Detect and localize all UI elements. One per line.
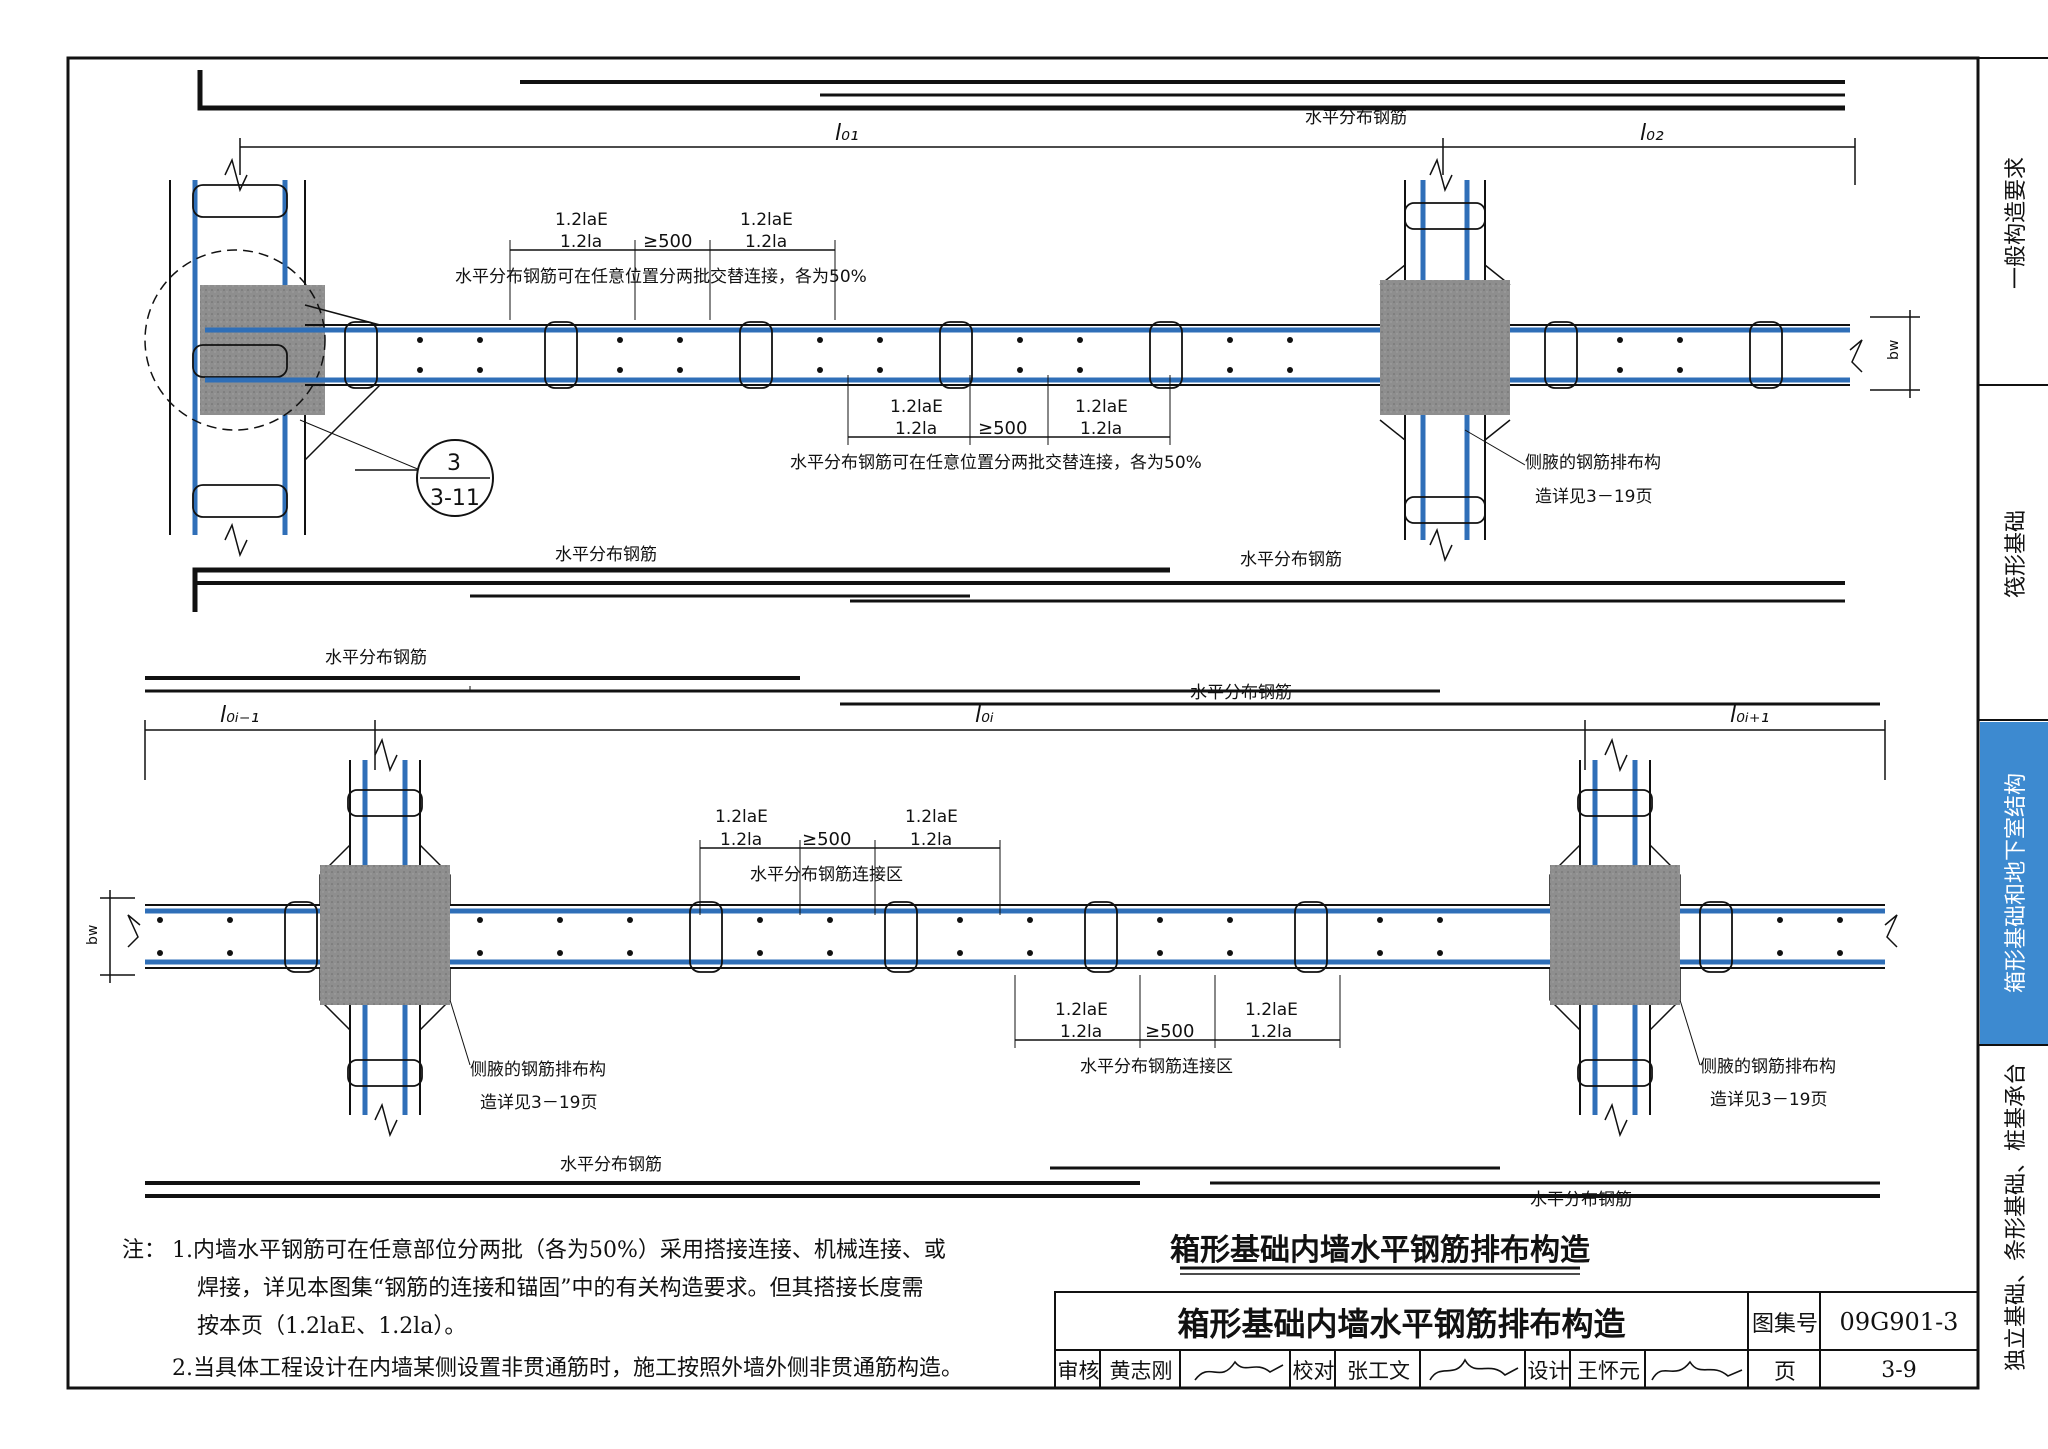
- checker-name: 张工文: [1347, 1359, 1410, 1383]
- right-column-top: [1379, 157, 1511, 563]
- title-block-title: 箱形基础内墙水平钢筋排布构造: [1177, 1305, 1626, 1343]
- concrete-block: [320, 865, 450, 1005]
- right-column-bottom: [1549, 737, 1681, 1138]
- label-lap-a-8: 1.2la: [1250, 1022, 1292, 1042]
- label-lap-ae-2: 1.2laE: [740, 210, 793, 230]
- top-rebar-line: [197, 70, 1845, 111]
- label-side-note-1b: 侧腋的钢筋排布构: [470, 1060, 606, 1080]
- label-conn-zone-2: 水平分布钢筋连接区: [1080, 1057, 1233, 1077]
- label-lap-a-7: 1.2la: [1060, 1022, 1102, 1042]
- label-lap-note-2: 水平分布钢筋可在任意位置分两批交替连接，各为50%: [790, 453, 1202, 473]
- detail-circle: [144, 249, 326, 431]
- label-ge500-3: ≥500: [802, 829, 851, 850]
- label-h-rebar-top: 水平分布钢筋: [1305, 108, 1407, 128]
- label-lap-ae-5: 1.2laE: [715, 807, 768, 827]
- notes-prefix: 注：: [122, 1238, 167, 1263]
- label-lap-a-6: 1.2la: [910, 830, 952, 850]
- concrete-block: [200, 285, 325, 415]
- signature-designer: [1651, 1360, 1743, 1381]
- label-side-note-1a: 侧腋的钢筋排布构: [1525, 453, 1661, 473]
- label-bw-top: bw: [1886, 340, 1902, 360]
- page-label: 页: [1773, 1360, 1796, 1385]
- label-side-note-2a: 造详见3－19页: [1535, 487, 1652, 507]
- bottom-rebar-line: [192, 567, 1170, 612]
- top-wall: [205, 321, 1863, 389]
- label-bw-bottom: bw: [85, 925, 101, 945]
- sheet-border: [66, 56, 1980, 1390]
- label-h-rebar-4: 水平分布钢筋: [325, 648, 427, 668]
- signature-reviewer: [1194, 1360, 1284, 1381]
- label-ge500-1: ≥500: [643, 231, 692, 252]
- label-l0i-prev: l₀ᵢ₋₁: [220, 703, 259, 728]
- label-lap-ae-3: 1.2laE: [890, 397, 943, 417]
- bottom-detail: 水平分布钢筋 水平分布钢筋 l₀ᵢ₋₁ l₀ᵢ l₀ᵢ₊₁: [85, 648, 1898, 1210]
- label-lap-ae-8: 1.2laE: [1245, 1000, 1298, 1020]
- label-ge500-4: ≥500: [1145, 1021, 1194, 1042]
- label-lap-ae-4: 1.2laE: [1075, 397, 1128, 417]
- label-lap-a-5: 1.2la: [720, 830, 762, 850]
- drawing-title: 箱形基础内墙水平钢筋排布构造: [1170, 1233, 1590, 1268]
- label-ge500-2: ≥500: [978, 418, 1027, 439]
- label-h-rebar-2: 水平分布钢筋: [555, 545, 657, 565]
- label-h-rebar-3: 水平分布钢筋: [1240, 550, 1342, 570]
- label-l01: l₀₁: [835, 121, 859, 146]
- check-label: 校对: [1292, 1359, 1335, 1383]
- left-column-bottom: [319, 737, 451, 1138]
- label-detail-ref: 3-11: [430, 486, 480, 511]
- label-lap-ae-1: 1.2laE: [555, 210, 608, 230]
- note-1a: 1.内墙水平钢筋可在任意部位分两批（各为50%）采用搭接连接、机械连接、或: [172, 1238, 946, 1263]
- signature-checker: [1429, 1358, 1519, 1381]
- reviewer-name: 黄志刚: [1109, 1359, 1173, 1383]
- label-side-note-1c: 侧腋的钢筋排布构: [1700, 1057, 1836, 1077]
- atlas-number: 09G901-3: [1839, 1308, 1959, 1336]
- side-tab-box[interactable]: 箱形基础和地下室结构: [2004, 772, 2030, 994]
- label-lap-a-3: 1.2la: [895, 419, 937, 439]
- label-l02: l₀₂: [1640, 121, 1664, 146]
- label-h-rebar-7: 水平分布钢筋: [1530, 1190, 1632, 1210]
- top-detail: 水平分布钢筋 l₀₁ l₀₂: [144, 70, 1920, 612]
- side-tab-raft[interactable]: 筏形基础: [2004, 509, 2030, 598]
- concrete-block: [1550, 865, 1680, 1005]
- review-label: 审核: [1057, 1359, 1100, 1383]
- concrete-block: [1380, 280, 1510, 415]
- label-lap-a-4: 1.2la: [1080, 419, 1122, 439]
- label-lap-a-2: 1.2la: [745, 232, 787, 252]
- label-lap-a-1: 1.2la: [560, 232, 602, 252]
- designer-name: 王怀元: [1577, 1359, 1640, 1383]
- label-side-note-2b: 造详见3－19页: [480, 1093, 597, 1113]
- atlas-label: 图集号: [1751, 1312, 1818, 1337]
- label-detail-num: 3: [447, 451, 461, 476]
- note-2: 2.当具体工程设计在内墙某侧设置非贯通筋时，施工按照外墙外侧非贯通筋构造。: [172, 1356, 963, 1381]
- note-1c: 按本页（1.2laE、1.2la）。: [197, 1314, 467, 1339]
- page-number: 3-9: [1881, 1357, 1917, 1383]
- label-side-note-2c: 造详见3－19页: [1710, 1090, 1827, 1110]
- label-lap-ae-7: 1.2laE: [1055, 1000, 1108, 1020]
- label-h-rebar-6: 水平分布钢筋: [560, 1155, 662, 1175]
- label-l0i-next: l₀ᵢ₊₁: [1730, 703, 1769, 728]
- design-label: 设计: [1527, 1359, 1570, 1383]
- label-lap-note-1: 水平分布钢筋可在任意位置分两批交替连接，各为50%: [455, 267, 867, 287]
- left-column-top: [144, 157, 381, 558]
- note-1b: 焊接，详见本图集“钢筋的连接和锚固”中的有关构造要求。但其搭接长度需: [197, 1276, 924, 1301]
- side-tab-isolated[interactable]: 独立基础、条形基础、桩基承台: [2004, 1062, 2030, 1372]
- side-tab-general[interactable]: 一般构造要求: [2004, 156, 2030, 289]
- label-lap-ae-6: 1.2laE: [905, 807, 958, 827]
- title-block-grid: [1054, 1291, 1979, 1389]
- label-conn-zone-1: 水平分布钢筋连接区: [750, 865, 903, 885]
- label-h-rebar-5: 水平分布钢筋: [1190, 683, 1292, 703]
- active-tab-bg: [1980, 722, 2048, 1044]
- label-l0i: l₀ᵢ: [975, 703, 994, 728]
